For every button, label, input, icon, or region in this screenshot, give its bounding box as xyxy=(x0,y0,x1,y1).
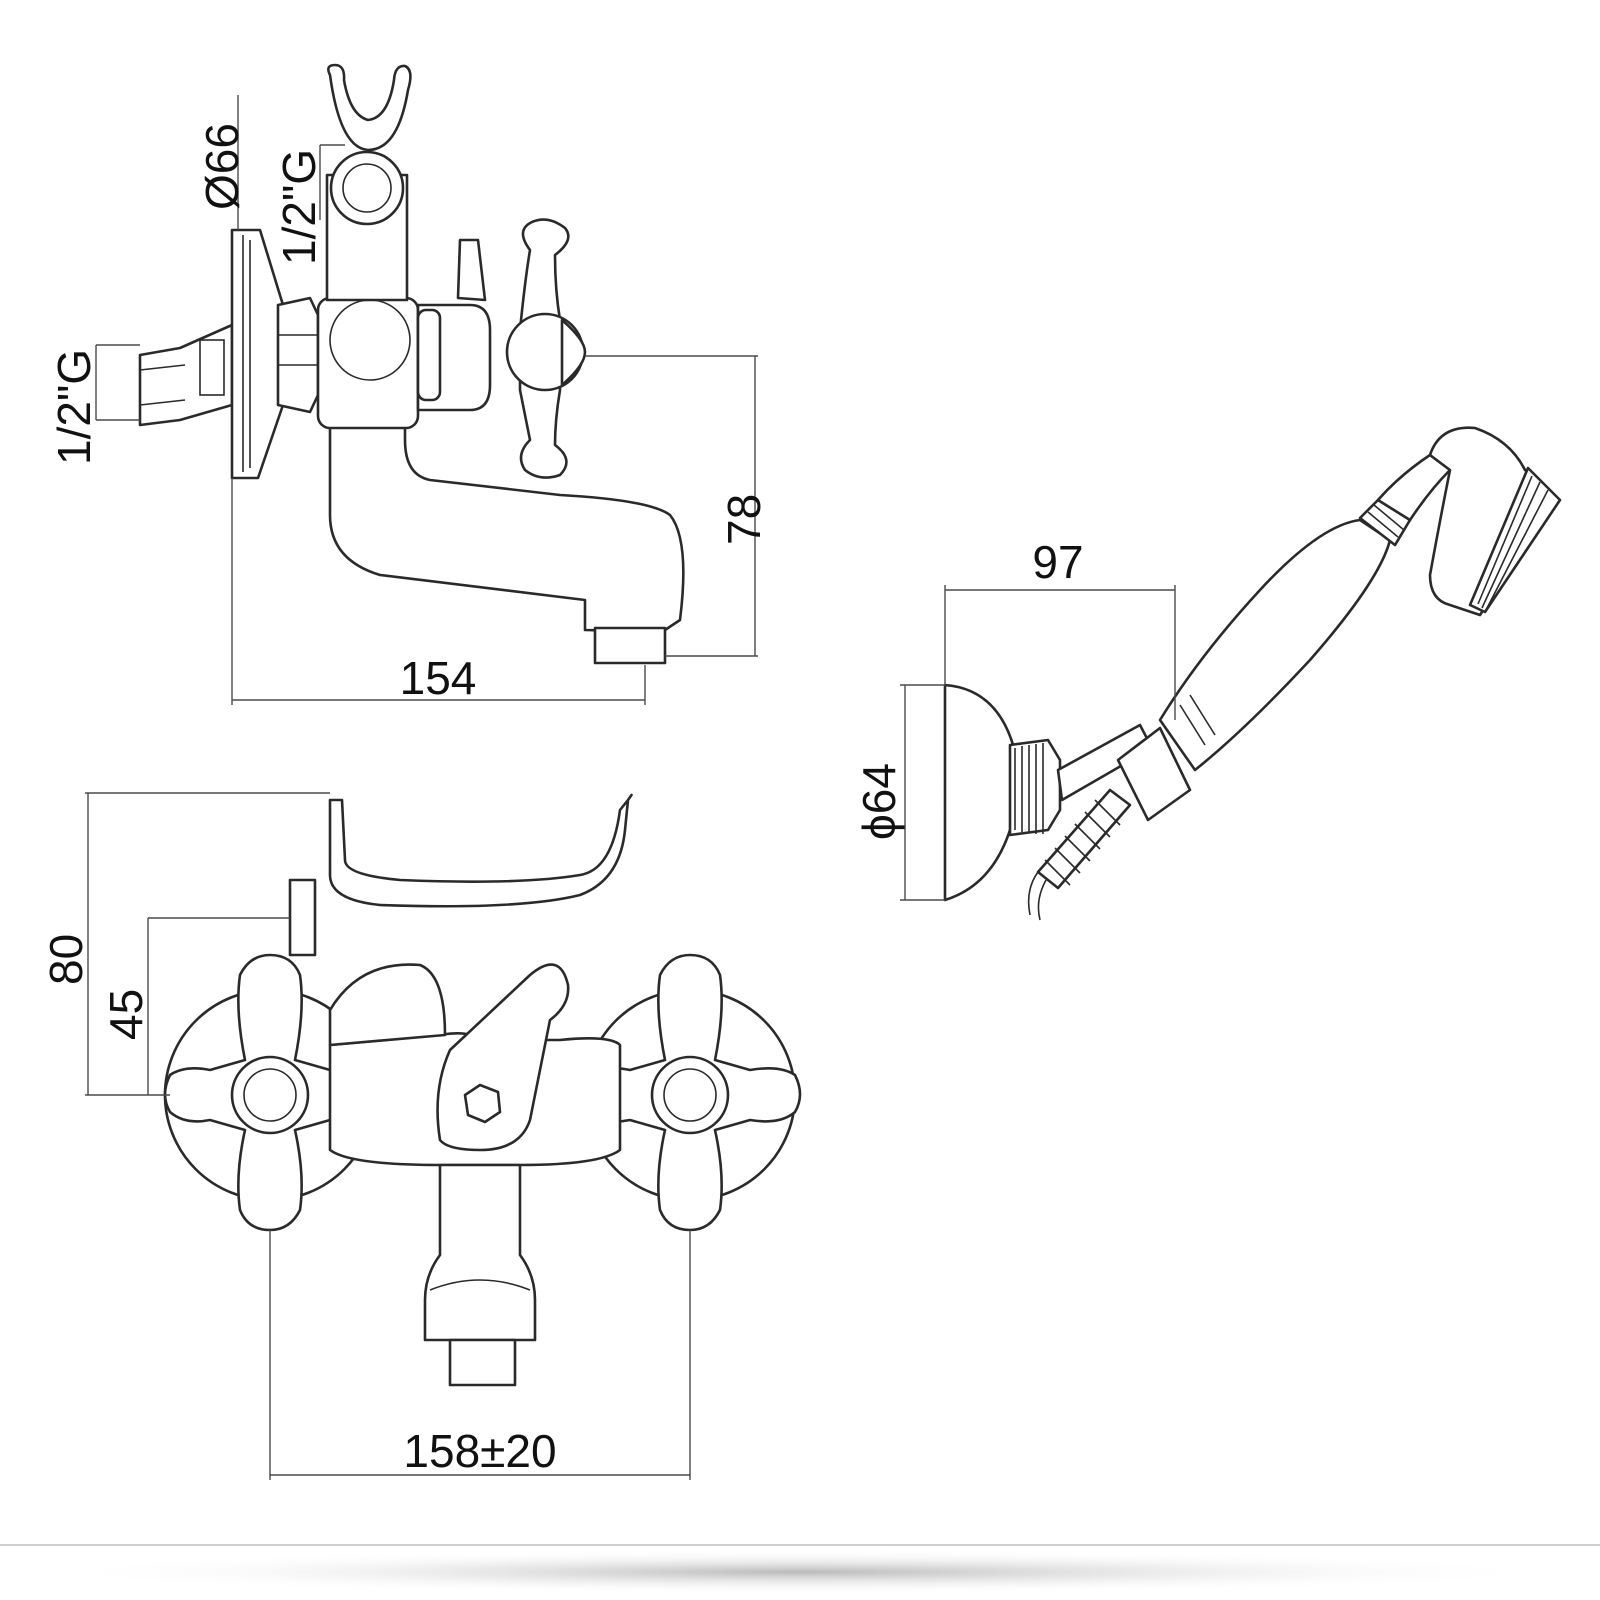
label-dia-flange: Ø66 xyxy=(196,123,248,210)
lever-stub xyxy=(456,238,487,302)
handshower-dimensions xyxy=(900,585,1176,901)
right-hub xyxy=(650,1055,730,1135)
hose-clip xyxy=(1116,726,1192,822)
label-height-78: 78 xyxy=(718,494,770,545)
aerator-front xyxy=(448,1338,517,1387)
inlet-nut xyxy=(199,339,225,396)
label-center-distance: 158±20 xyxy=(403,1425,556,1477)
label-length-97: 97 xyxy=(1032,536,1083,588)
label-height-45: 45 xyxy=(100,989,152,1040)
spout-front xyxy=(423,1163,537,1342)
label-dia-head: ϕ64 xyxy=(853,763,905,840)
label-thread-top: 1/2"G xyxy=(273,149,325,265)
shower-cradle xyxy=(328,793,633,908)
knurled-nut xyxy=(1008,738,1062,837)
handshower-view: 97 ϕ64 xyxy=(853,426,1562,921)
wall-flange xyxy=(230,228,285,480)
holder-ring xyxy=(329,150,405,226)
shower-holder-fork xyxy=(327,63,412,152)
front-view: 80 45 158±20 xyxy=(40,792,802,1480)
label-height-80: 80 xyxy=(40,934,92,985)
diverter-cap xyxy=(288,878,317,957)
label-thread-inlet: 1/2"G xyxy=(48,349,100,465)
shower-head xyxy=(1428,426,1557,617)
hex-nut xyxy=(276,296,320,414)
spout-side xyxy=(328,418,685,634)
shower-face xyxy=(1468,466,1562,614)
side-view: Ø66 1/2"G 1/2"G 78 154 xyxy=(48,63,770,705)
left-hub xyxy=(230,1055,310,1135)
bottom-shadow xyxy=(0,1544,1600,1594)
label-length-154: 154 xyxy=(400,652,477,704)
hose-spring xyxy=(1027,788,1132,921)
shower-handle xyxy=(1158,518,1392,772)
spout-aerator xyxy=(593,626,667,665)
front-dimensions xyxy=(85,792,691,1480)
side-dimensions xyxy=(95,95,758,705)
lever-hex xyxy=(463,1083,502,1124)
